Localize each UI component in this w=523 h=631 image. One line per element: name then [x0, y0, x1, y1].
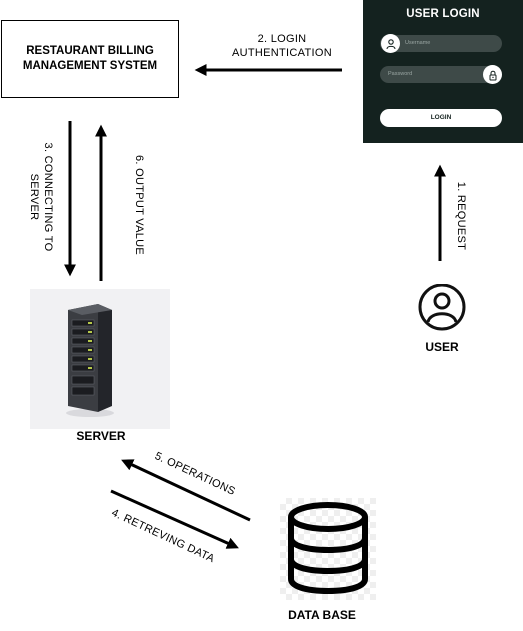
- server-rack-icon: [66, 304, 114, 417]
- database-label: DATA BASE: [288, 608, 356, 622]
- password-placeholder: Password: [388, 71, 413, 77]
- label-connecting-line2: SERVER: [28, 173, 40, 221]
- login-title: USER LOGIN: [406, 8, 480, 20]
- arrow-retrieving-data: [110, 489, 239, 549]
- label-login-authentication: 2. LOGIN AUTHENTICATION: [232, 32, 332, 60]
- user-circle-icon: [418, 284, 466, 331]
- password-field[interactable]: Password: [380, 65, 502, 84]
- username-placeholder: Username: [405, 40, 431, 46]
- system-title-line1: RESTAURANT BILLING: [26, 45, 154, 57]
- padlock-icon: [483, 65, 502, 84]
- label-connecting-to-server: 3. CONNECTING TO SERVER: [27, 143, 55, 252]
- username-field[interactable]: Username: [380, 34, 502, 53]
- label-output-value: 6. OUTPUT VALUE: [133, 154, 145, 256]
- database-icon: [288, 502, 368, 595]
- arrow-operations: [121, 459, 251, 522]
- restaurant-billing-system-box: RESTAURANT BILLING MANAGEMENT SYSTEM: [1, 20, 179, 98]
- login-panel: USER LOGIN Username Password LOGIN: [363, 0, 523, 143]
- label-connecting-line1: 3. CONNECTING TO: [42, 142, 54, 252]
- login-button[interactable]: LOGIN: [380, 109, 502, 127]
- label-request: 1. REQUEST: [455, 181, 467, 251]
- label-login-line1: 2. LOGIN: [257, 33, 307, 45]
- user-icon: [381, 34, 400, 53]
- server-label: SERVER: [76, 429, 126, 443]
- user-label: USER: [425, 340, 459, 354]
- system-title-line2: MANAGEMENT SYSTEM: [22, 60, 158, 72]
- label-login-line2: AUTHENTICATION: [232, 47, 332, 59]
